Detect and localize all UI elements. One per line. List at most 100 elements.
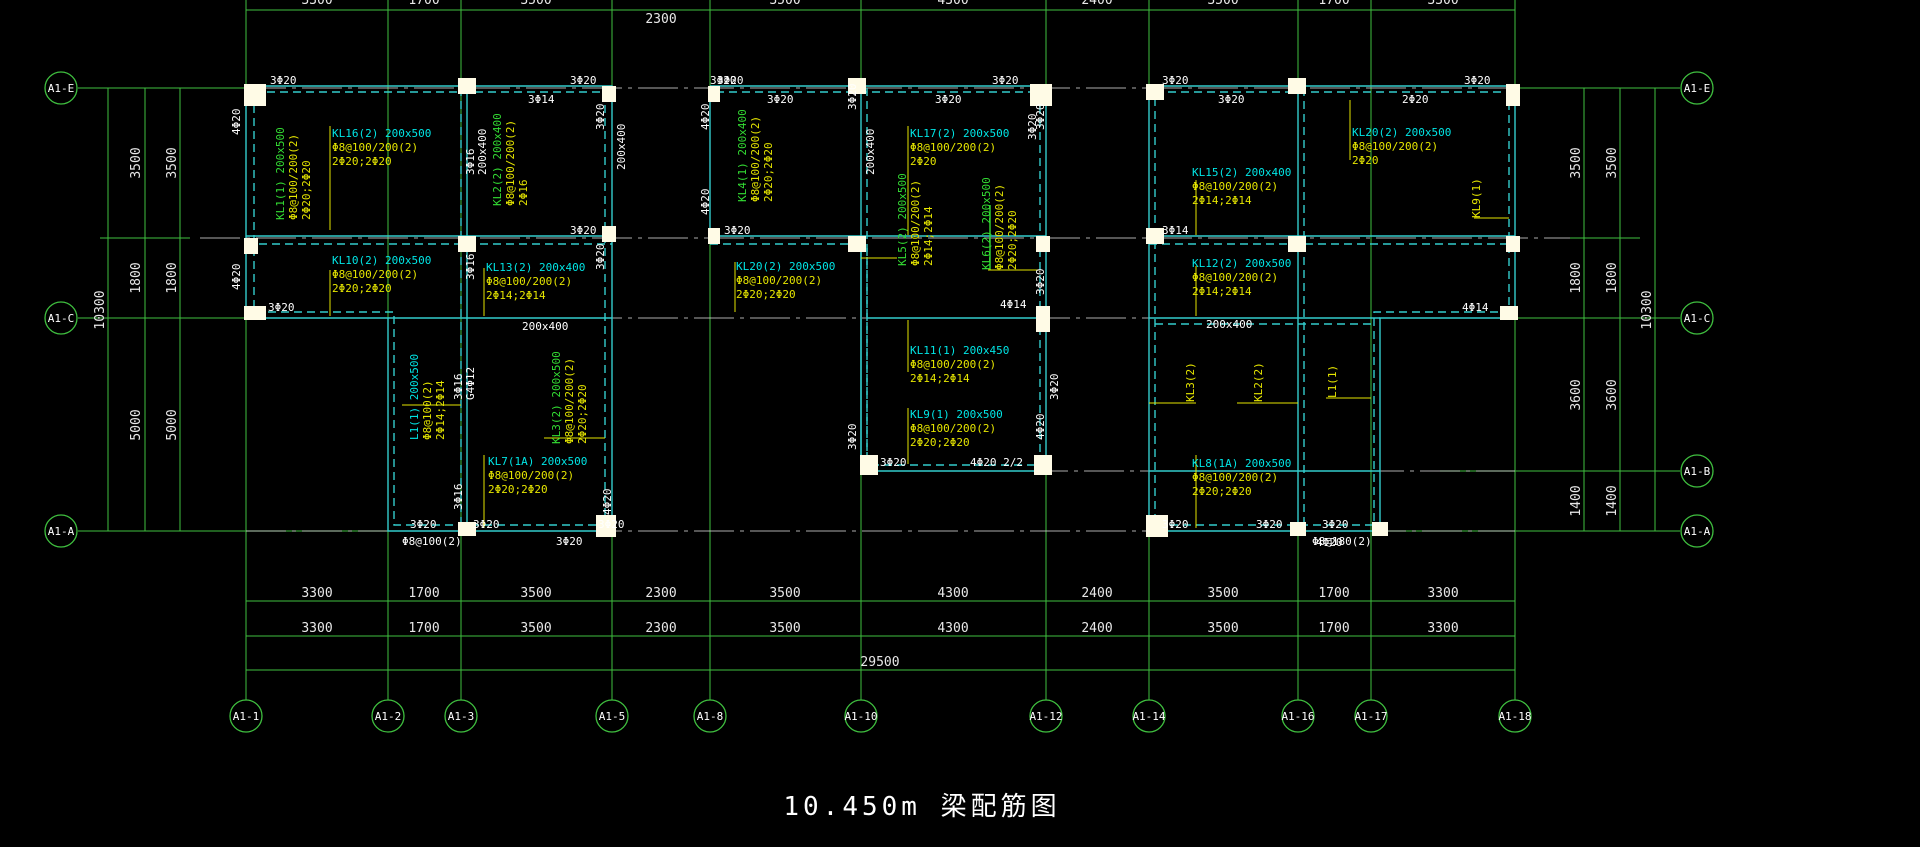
right-dim-outer: 1800 xyxy=(1605,262,1620,293)
rebar-callout: 3Φ20 xyxy=(1218,93,1245,106)
rebar-callout: 3Φ20 xyxy=(1256,518,1283,531)
rebar-callout: 3Φ20 xyxy=(270,74,297,87)
beam-name: KL11(1) 200x450 xyxy=(910,344,1009,357)
beam-name: KL13(2) 200x400 xyxy=(486,261,585,274)
beam-rebar: Φ8@100/200(2) xyxy=(1192,271,1278,284)
rebar-callout-vertical: 3Φ20 xyxy=(1034,269,1047,296)
dim-row1-value: 2400 xyxy=(1081,586,1112,601)
dim-row2-value: 3500 xyxy=(520,621,551,636)
dim-row1-value: 3300 xyxy=(1427,586,1458,601)
beam-rebar: 2Φ20 xyxy=(910,155,937,168)
axis-bubble-a1-17 xyxy=(1354,699,1388,733)
left-dim-outer: 1800 xyxy=(165,262,180,293)
rebar-callout: 4Φ20 xyxy=(1316,536,1343,549)
rebar-callout: 3Φ20 xyxy=(473,518,500,531)
axis-bubble-a1-2 xyxy=(371,699,405,733)
vertical-beam-name: KL3(2) 200x500 xyxy=(550,351,563,444)
rebar-callout: 2Φ20 xyxy=(1402,93,1429,106)
rebar-callout: Φ8@100(2) xyxy=(402,535,462,548)
beam-rebar: 2Φ20;2Φ20 xyxy=(910,436,970,449)
axis-bubble-a1-3 xyxy=(444,699,478,733)
rebar-callout-vertical: 200x400 xyxy=(864,129,877,175)
beam-rebar: Φ8@100/200(2) xyxy=(488,469,574,482)
beam-rebar: Φ8@100/200(2) xyxy=(910,358,996,371)
right-total: 10300 xyxy=(1640,290,1655,329)
rebar-callout: 4Φ14 xyxy=(1000,298,1027,311)
rebar-callout: 200x400 xyxy=(522,320,568,333)
axis-bubble-right-a1-c xyxy=(1680,301,1714,335)
right-dim-outer: 3600 xyxy=(1605,379,1620,410)
axis-bubble-a1-16-label: A1-16 xyxy=(1281,710,1314,723)
vertical-beam-name: L1(1) 200x500 xyxy=(408,354,421,440)
beam-rebar: 2Φ20;2Φ20 xyxy=(736,288,796,301)
rebar-callout-vertical: 4Φ20 xyxy=(699,104,712,131)
beam-name: KL16(2) 200x500 xyxy=(332,127,431,140)
vertical-beam-name: KL9(1) xyxy=(1470,178,1483,218)
rebar-callout: 3Φ14 xyxy=(528,93,555,106)
vertical-beam-rebar: 2Φ14;2Φ14 xyxy=(922,206,935,266)
rebar-callout: 3Φ20 xyxy=(1162,518,1189,531)
dim-row2-value: 3300 xyxy=(301,621,332,636)
axis-bubble-a1-10 xyxy=(844,699,878,733)
beam-name: KL7(1A) 200x500 xyxy=(488,455,587,468)
axis-bubble-right-a1-c-label: A1-C xyxy=(1684,312,1711,325)
top-partial-dim: 1700 xyxy=(408,0,439,8)
top-dim: 2300 xyxy=(645,12,676,27)
dim-row2-value: 2400 xyxy=(1081,621,1112,636)
axis-bubble-left-a1-a xyxy=(44,514,78,548)
top-partial-dim: 3500 xyxy=(520,0,551,8)
rebar-callout: 3Φ20 xyxy=(410,518,437,531)
right-dim-outer: 3500 xyxy=(1605,147,1620,178)
axis-bubble-a1-8 xyxy=(693,699,727,733)
dim-row2-value: 1700 xyxy=(1318,621,1349,636)
vertical-beam-name: KL3(2) xyxy=(1184,362,1197,402)
vertical-beam-rebar: 2Φ20;2Φ20 xyxy=(576,384,589,444)
right-dim-inner: 1400 xyxy=(1569,485,1584,516)
left-dim-outer: 5000 xyxy=(165,409,180,440)
top-partial-dim: 3300 xyxy=(1427,0,1458,8)
dim-row2-value: 2300 xyxy=(645,621,676,636)
annotation-text: 3300 1700 3500 2300 3500 4300 2400 3500 1700 3300… xyxy=(93,0,1655,822)
rebar-callout-vertical: 3Φ20 xyxy=(1026,114,1039,141)
beam-rebar: 2Φ14;2Φ14 xyxy=(1192,194,1252,207)
rebar-callout-vertical: 3Φ20 xyxy=(1034,104,1047,131)
rebar-callout: 3Φ20 xyxy=(717,74,744,87)
beam-rebar: Φ8@100/200(2) xyxy=(910,422,996,435)
top-partial-dim: 2400 xyxy=(1081,0,1112,8)
axis-bubble-a1-14-label: A1-14 xyxy=(1132,710,1165,723)
rebar-callout: 3Φ20 xyxy=(724,224,751,237)
top-partial-dim: 3300 xyxy=(301,0,332,8)
rebar-callout-vertical: 4Φ20 xyxy=(230,264,243,291)
beam-rebar: Φ8@100/200(2) xyxy=(910,141,996,154)
axis-bubble-right-a1-e-label: A1-E xyxy=(1684,82,1711,95)
dim-row1-value: 4300 xyxy=(937,586,968,601)
axis-bubble-left-a1-c-label: A1-C xyxy=(48,312,75,325)
vertical-beam-rebar: Φ8@100/200(2) xyxy=(993,184,1006,270)
axis-bubble-right-a1-b-label: A1-B xyxy=(1684,465,1711,478)
beam-rebar: Φ8@100/200(2) xyxy=(1192,180,1278,193)
beam-name: KL9(1) 200x500 xyxy=(910,408,1003,421)
right-dim-outer: 1400 xyxy=(1605,485,1620,516)
rebar-callout-vertical: 4Φ20 xyxy=(601,489,614,516)
left-dim-outer: 3500 xyxy=(165,147,180,178)
rebar-callout: 3Φ20 xyxy=(570,224,597,237)
axis-bubble-a1-14 xyxy=(1132,699,1166,733)
beam-rebar: Φ8@100/200(2) xyxy=(332,268,418,281)
beam-rebar: 2Φ14;2Φ14 xyxy=(910,372,970,385)
rebar-callout-vertical: 3Φ20 xyxy=(594,244,607,271)
axis-bubble-a1-1-label: A1-1 xyxy=(233,710,260,723)
rebar-callout-vertical: 3Φ16 xyxy=(464,149,477,176)
dim-row1-value: 3500 xyxy=(1207,586,1238,601)
vertical-beam-rebar: Φ8@100(2) xyxy=(421,380,434,440)
beam-name: KL12(2) 200x500 xyxy=(1192,257,1291,270)
axis-bubble-a1-12-label: A1-12 xyxy=(1029,710,1062,723)
rebar-callout: 4Φ20 2/2 xyxy=(970,456,1023,469)
dim-row2-value: 3300 xyxy=(1427,621,1458,636)
beam-rebar: 2Φ20 xyxy=(1352,154,1379,167)
vertical-beam-rebar: Φ8@100/200(2) xyxy=(287,134,300,220)
beam-name: KL20(2) 200x500 xyxy=(736,260,835,273)
axis-bubble-a1-3-label: A1-3 xyxy=(448,710,475,723)
dim-row2-value: 4300 xyxy=(937,621,968,636)
